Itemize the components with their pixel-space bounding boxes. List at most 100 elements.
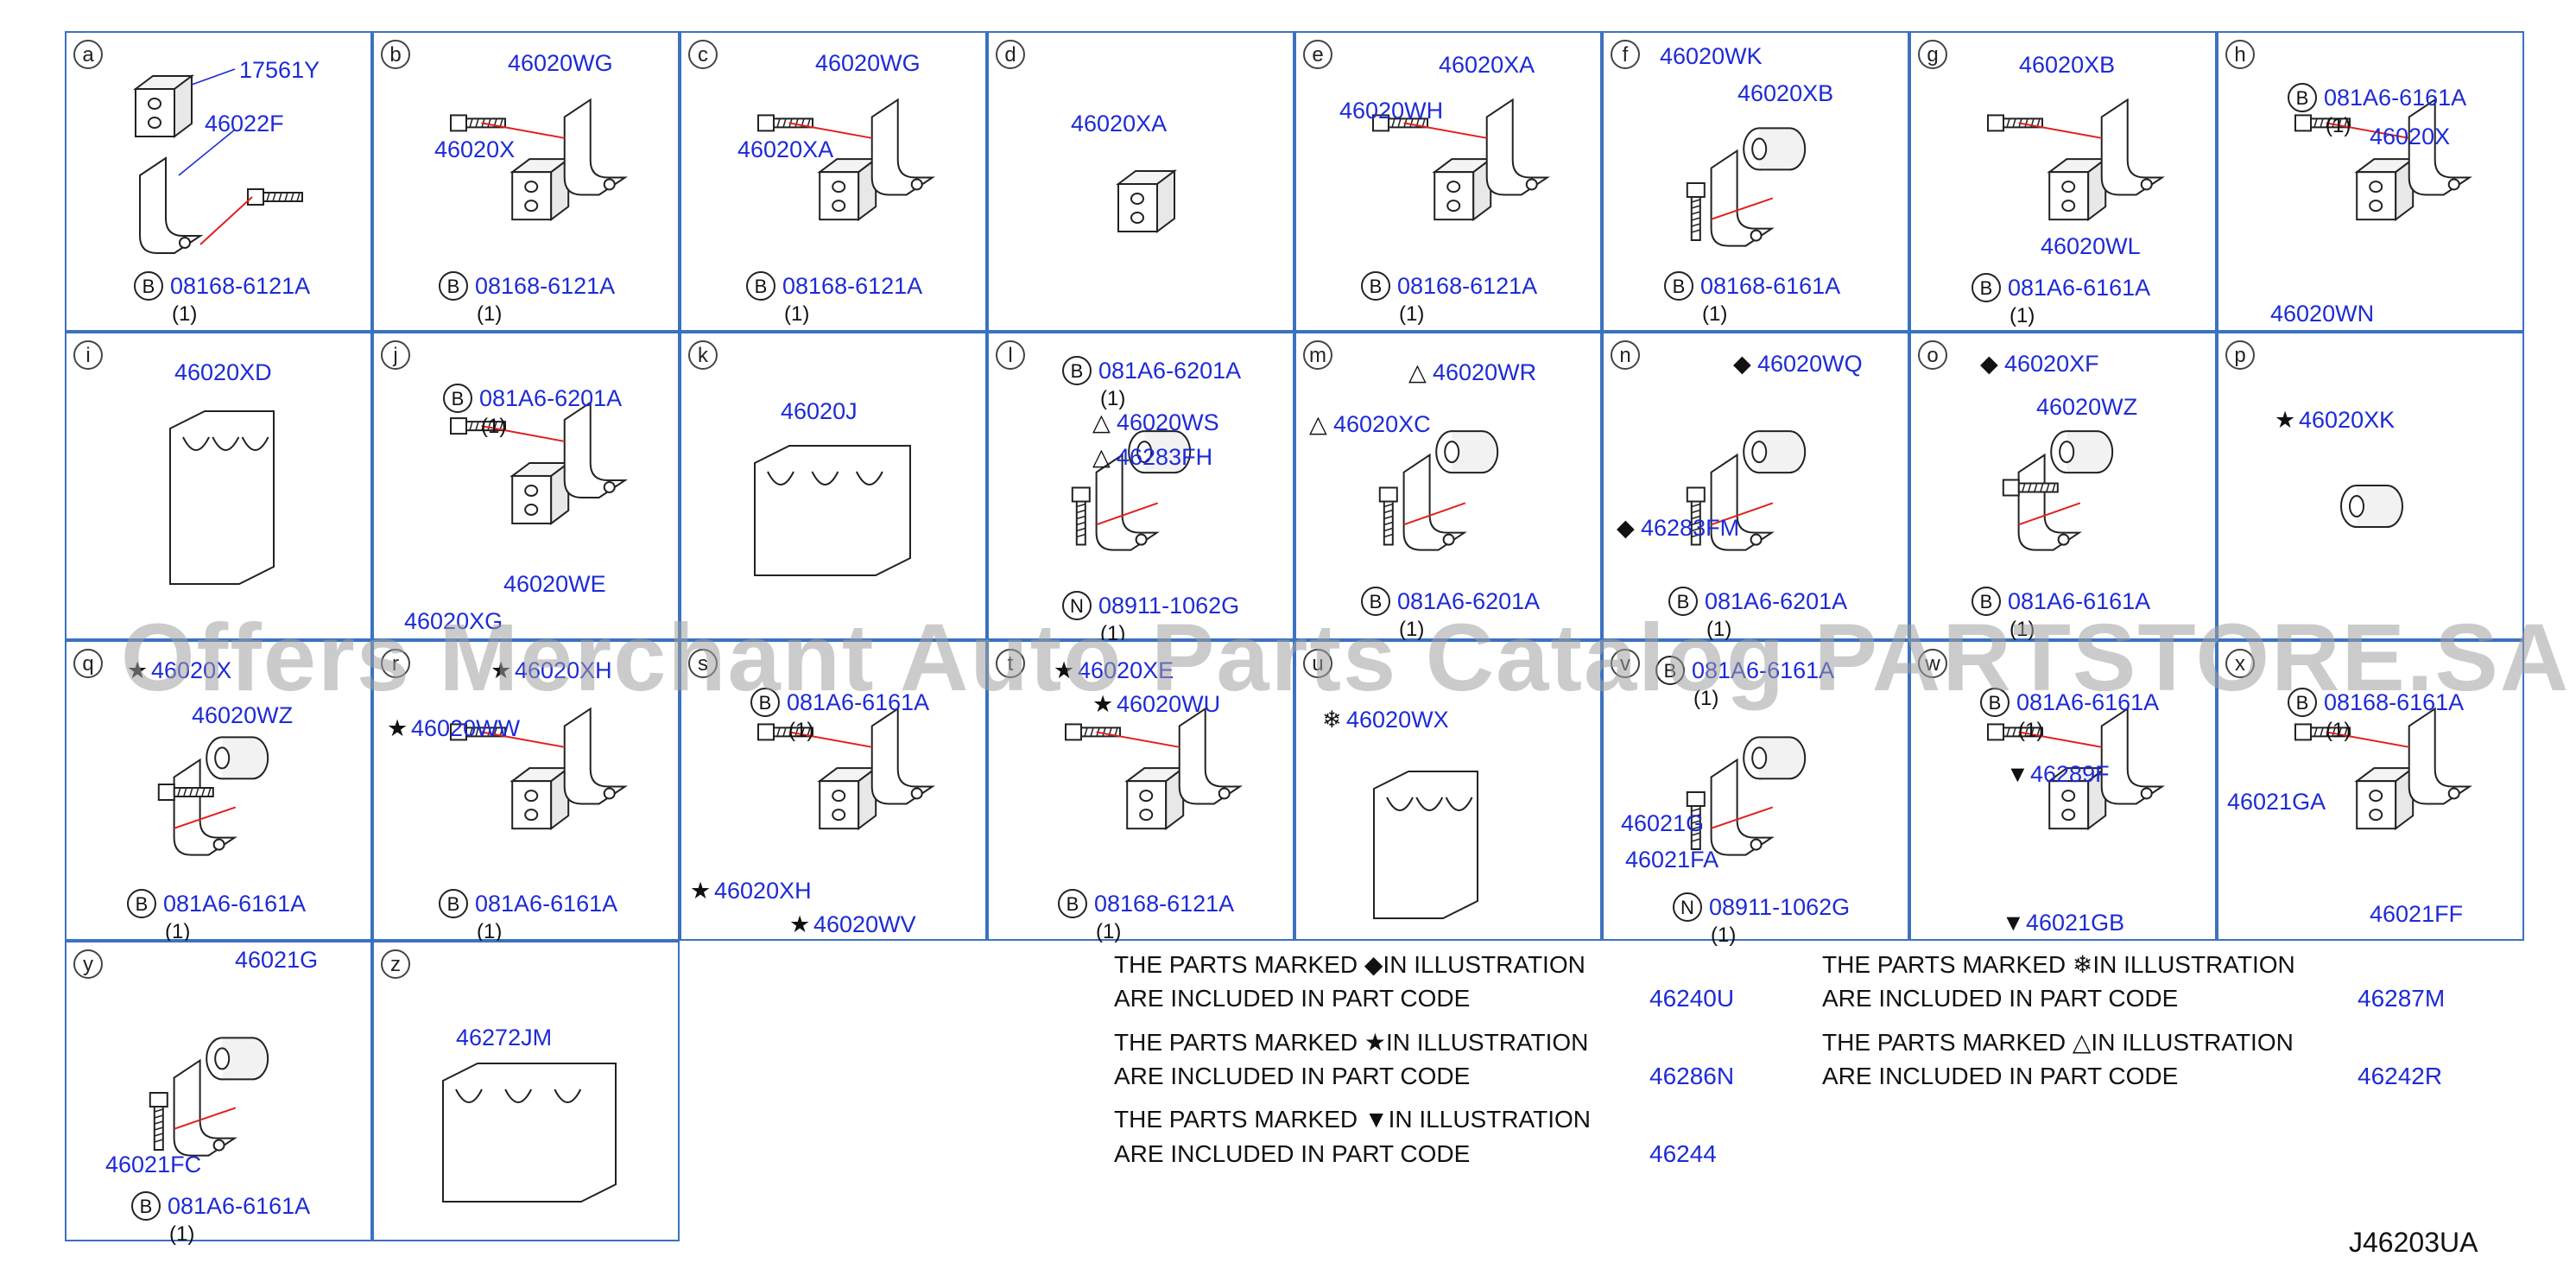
part-number-link[interactable]: 46021G (235, 947, 319, 973)
part-number-link[interactable]: 081A6-6161A (2008, 588, 2151, 614)
part-number-link[interactable]: 46020WW (411, 715, 521, 741)
part-quantity: (1) (1399, 618, 1425, 641)
part-number-link[interactable]: 081A6-6161A (475, 891, 618, 917)
part-number-link[interactable]: 46020XD (174, 359, 272, 385)
part-number-link[interactable]: 46020WQ (1757, 351, 1863, 377)
part-number-link[interactable]: 08911-1062G (1709, 894, 1851, 920)
part-number-link[interactable]: 46020XA (1439, 52, 1535, 78)
part-number-link[interactable]: 46020WZ (2036, 394, 2138, 420)
part-number-link[interactable]: 46020XB (2019, 52, 2116, 78)
part-number-link[interactable]: 46020WG (508, 50, 613, 76)
bolt-callout-circle: B (1058, 889, 1087, 918)
part-quantity: (1) (169, 1222, 195, 1246)
cell-letter: y (73, 949, 103, 979)
part-number-link[interactable]: 46020WX (1346, 707, 1449, 733)
part-number-link[interactable]: 08911-1062G (1098, 593, 1240, 619)
part-number-link[interactable]: 46283FM (1641, 515, 1740, 541)
part-number-link[interactable]: 46020WN (2270, 301, 2375, 327)
part-number-link[interactable]: 081A6-6201A (1397, 588, 1541, 614)
part-number-link[interactable]: 081A6-6161A (787, 689, 930, 715)
part-number-link[interactable]: 46020J (781, 398, 858, 424)
bolt-callout-circle: B (134, 271, 163, 301)
part-quantity: (1) (788, 719, 814, 742)
part-number-link[interactable]: 46021FC (105, 1152, 202, 1177)
part-number-link[interactable]: 081A6-6201A (479, 385, 623, 411)
part-number-link[interactable]: 17561Y (239, 57, 320, 83)
cell-letter: j (381, 340, 410, 370)
cell-letter: r (381, 649, 410, 678)
part-number-link[interactable]: 46020X (434, 136, 516, 162)
part-quantity: (1) (481, 415, 507, 438)
part-number-link[interactable]: 46020WK (1660, 43, 1763, 69)
note-line1: THE PARTS MARKED △IN ILLUSTRATION (1822, 1029, 2294, 1056)
note-part-code[interactable]: 46240U (1649, 985, 1735, 1012)
bolt-callout-circle: N (1062, 591, 1092, 620)
part-number-link[interactable]: 081A6-6201A (1098, 358, 1242, 384)
part-number-link[interactable]: 46020WU (1117, 691, 1221, 717)
cell-letter: o (1918, 340, 1947, 370)
cell-letter: i (73, 340, 103, 370)
part-number-link[interactable]: 46020XC (1333, 411, 1431, 437)
part-number-link[interactable]: 46020WL (2041, 233, 2141, 259)
part-number-link[interactable]: 08168-6121A (1397, 273, 1538, 299)
part-number-link[interactable]: 08168-6161A (2324, 689, 2465, 715)
note-part-code[interactable]: 46244 (1649, 1140, 1717, 1167)
part-number-link[interactable]: 46020XA (737, 136, 834, 162)
part-number-link[interactable]: 081A6-6161A (2016, 689, 2160, 715)
part-number-link[interactable]: 46021FA (1625, 847, 1719, 873)
part-number-link[interactable]: 46020WV (813, 911, 916, 937)
part-number-link[interactable]: 46020XF (2004, 351, 2099, 377)
part-number-link[interactable]: 46021GB (2026, 910, 2125, 936)
part-number-link[interactable]: 46020XA (1071, 111, 1168, 136)
part-number-link[interactable]: 08168-6121A (782, 273, 923, 299)
part-number-link[interactable]: 46021GA (2227, 789, 2326, 815)
part-number-link[interactable]: 46289F (2030, 761, 2110, 787)
part-number-link[interactable]: 46020WE (503, 571, 606, 597)
part-mark-icon: ★ (789, 911, 811, 937)
cell-letter: h (2225, 40, 2255, 69)
note-part-code[interactable]: 46286N (1649, 1063, 1735, 1089)
part-number-link[interactable]: 46022F (205, 111, 284, 136)
part-number-link[interactable]: 46272JM (456, 1025, 553, 1050)
part-quantity: (1) (1693, 687, 1719, 710)
part-number-link[interactable]: 08168-6121A (170, 273, 311, 299)
part-number-link[interactable]: 46020WR (1433, 359, 1537, 385)
part-number-link[interactable]: 081A6-6161A (2008, 275, 2151, 301)
part-number-link[interactable]: 08168-6121A (475, 273, 616, 299)
part-quantity: (1) (165, 920, 191, 943)
part-number-link[interactable]: 46020WH (1339, 98, 1444, 124)
part-number-link[interactable]: 081A6-6161A (168, 1193, 311, 1219)
part-number-link[interactable]: 46020WZ (192, 702, 294, 728)
note-part-code[interactable]: 46287M (2358, 985, 2446, 1012)
part-number-link[interactable]: 081A6-6161A (2324, 85, 2467, 111)
part-number-link[interactable]: 46020XE (1078, 657, 1174, 683)
part-number-link[interactable]: 46021G (1621, 810, 1705, 836)
part-number-link[interactable]: 46020XH (515, 657, 612, 683)
part-number-link[interactable]: 46020XG (404, 608, 503, 634)
part-number-link[interactable]: 081A6-6201A (1705, 588, 1848, 614)
part-number-link[interactable]: 46283FH (1117, 444, 1213, 470)
part-number-link[interactable]: 46020X (151, 657, 232, 683)
part-illustration (757, 98, 936, 222)
bolt-callout-circle: B (2288, 688, 2317, 717)
part-number-link[interactable]: 46021FF (2370, 901, 2464, 927)
part-number-link[interactable]: 46020X (2370, 124, 2451, 149)
part-number-link[interactable]: 46020WS (1117, 409, 1219, 435)
part-number-link[interactable]: 081A6-6161A (1692, 657, 1835, 683)
part-number-link[interactable]: 46020XK (2299, 407, 2396, 433)
part-quantity: (1) (2010, 304, 2035, 327)
part-number-link[interactable]: 46020XB (1737, 80, 1834, 106)
part-quantity: (1) (1100, 387, 1126, 410)
part-number-link[interactable]: 46020WG (815, 50, 921, 76)
part-number-link[interactable]: 081A6-6161A (163, 891, 307, 917)
part-number-link[interactable]: 08168-6161A (1700, 273, 1841, 299)
bolt-callout-circle: B (1361, 271, 1390, 301)
part-number-link[interactable]: 08168-6121A (1094, 891, 1235, 917)
note-part-code[interactable]: 46242R (2358, 1063, 2443, 1089)
part-number-link[interactable]: 46020XH (714, 878, 812, 904)
note-line2: ARE INCLUDED IN PART CODE (1114, 985, 1471, 1012)
